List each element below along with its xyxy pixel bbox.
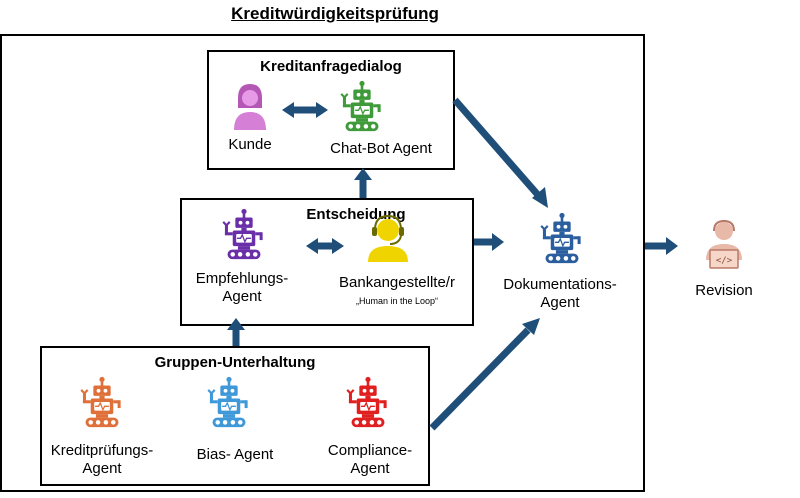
svg-text:</>: </> [716, 256, 733, 266]
box-gruppen-unterhaltung-title: Gruppen-Unterhaltung [154, 354, 316, 371]
arrow-top-doku [452, 97, 541, 198]
label-bank-sub: „Human in the Loop“ [355, 296, 439, 306]
label-compliance-line1: Compliance- [327, 442, 413, 459]
robot-icon-bias [207, 376, 251, 428]
box-entscheidung: Entscheidung [180, 198, 474, 326]
diagram-title: Kreditwürdigkeitsprüfung [231, 4, 439, 23]
label-kredit: Kreditprüfungs- Agent [40, 442, 164, 478]
headset-person-icon [368, 214, 408, 262]
label-chatbot: Chat-Bot Agent [330, 140, 432, 157]
robot-icon-kredit [80, 376, 124, 428]
label-empfehlung: Empfehlungs- Agent [180, 270, 304, 306]
label-revision: Revision [695, 282, 753, 299]
label-doku: Dokumentations- Agent [490, 276, 630, 312]
arrow-gruppe-doku [429, 327, 531, 431]
robot-icon-doku [540, 212, 584, 264]
label-compliance: Compliance- Agent [310, 442, 430, 478]
developer-person-icon: </> [706, 219, 742, 269]
label-doku-line2: Agent [540, 294, 580, 311]
box-kreditanfragedialog: Kreditanfragedialog [207, 50, 455, 170]
robot-icon-compliance [346, 376, 390, 428]
label-empfehlung-line2: Agent [222, 288, 262, 305]
label-empfehlung-line1: Empfehlungs- [195, 270, 289, 287]
label-doku-line1: Dokumentations- [503, 276, 617, 293]
label-bias: Bias- Agent [196, 446, 274, 463]
label-kunde: Kunde [228, 136, 272, 153]
box-kreditanfragedialog-title: Kreditanfragedialog [260, 58, 402, 75]
label-kredit-line1: Kreditprüfungs- [50, 442, 154, 459]
label-compliance-line2: Agent [350, 460, 390, 477]
label-bank: Bankangestellte/r [339, 274, 455, 291]
person-icon [234, 84, 266, 130]
robot-icon-chatbot [340, 80, 384, 132]
label-kredit-line2: Agent [82, 460, 122, 477]
robot-icon-empfehlung [222, 208, 266, 260]
